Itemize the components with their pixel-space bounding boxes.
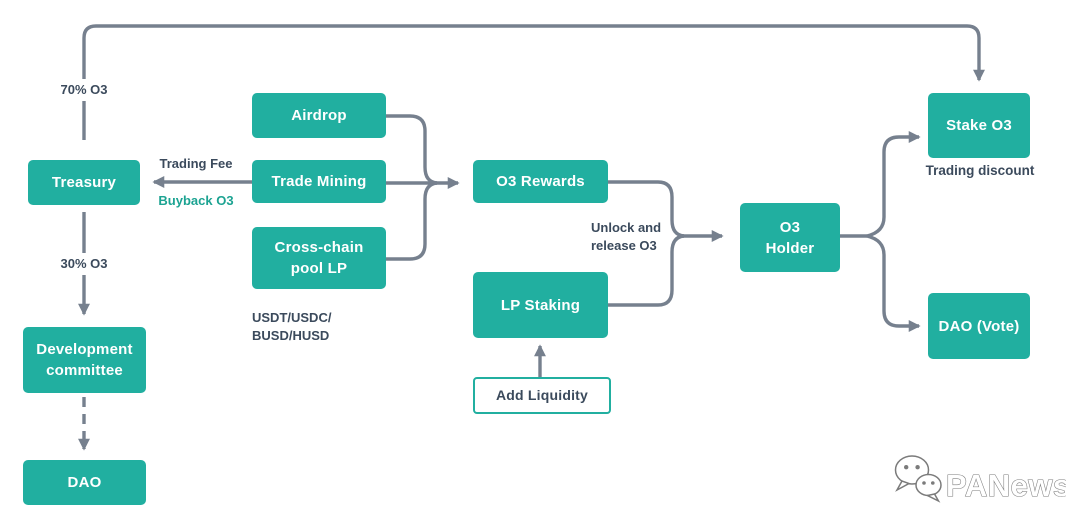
connector-o3-holder-stake-o3	[866, 131, 921, 238]
connector-o3-rewards-merge	[607, 180, 685, 238]
label-unlock-release-o3: Unlock and release O3	[591, 220, 662, 253]
label-30-percent-o3: 30% O3	[49, 253, 119, 275]
connector-lp-staking-merge	[607, 234, 685, 307]
node-airdrop: Airdrop	[252, 93, 386, 138]
connector-treasury-stake-o3	[82, 24, 985, 140]
label-trading-fee: Trading Fee	[159, 156, 233, 171]
label-stablecoins: USDT/USDC/ BUSD/HUSD	[252, 310, 332, 343]
node-o3-holder: O3 Holder	[740, 203, 840, 272]
node-add-liquidity: Add Liquidity	[473, 377, 611, 414]
connector-o3-holder-dao-vote	[866, 234, 921, 332]
node-cross-chain-pool-lp: Cross-chain pool LP	[252, 227, 386, 289]
node-trade-mining: Trade Mining	[252, 160, 386, 203]
connector-airdrop-merge	[386, 114, 438, 185]
node-development-committee: Development committee	[23, 327, 146, 393]
label-trading-discount: Trading discount	[925, 163, 1035, 178]
node-lp-staking: LP Staking	[473, 272, 608, 338]
node-dao: DAO	[23, 460, 146, 505]
node-dao-vote: DAO (Vote)	[928, 293, 1030, 359]
connector-cross-chain-merge	[386, 181, 438, 261]
wechat-icon	[894, 455, 942, 503]
panews-watermark: PANews	[886, 450, 1071, 517]
node-o3-rewards: O3 Rewards	[473, 160, 608, 203]
panews-wordmark: PANews	[946, 468, 1066, 503]
label-70-percent-o3: 70% O3	[49, 79, 119, 101]
node-treasury: Treasury	[28, 160, 140, 205]
node-stake-o3: Stake O3	[928, 93, 1030, 158]
label-buyback-o3: Buyback O3	[158, 193, 234, 208]
